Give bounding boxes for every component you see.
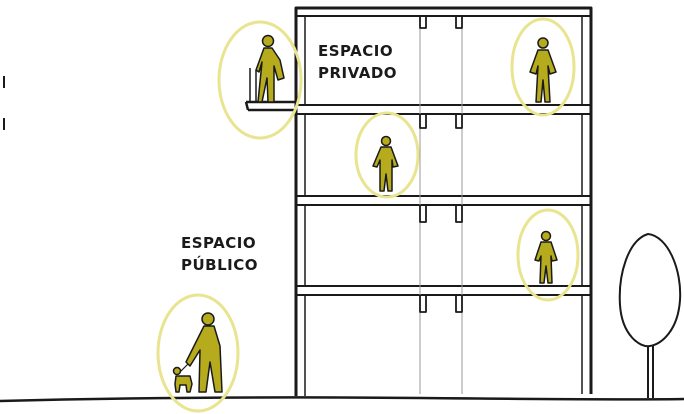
person-figure (255, 34, 285, 103)
highlight-circle (156, 293, 240, 413)
person-figure (534, 230, 558, 284)
highlight-circle (354, 111, 420, 199)
dog-leash (179, 363, 189, 373)
person-figure (529, 37, 557, 103)
people (172, 34, 558, 393)
tree-icon (618, 232, 682, 398)
floor-room-1 (304, 16, 583, 105)
ground-line (0, 396, 684, 403)
floor-room-4 (304, 295, 583, 396)
label-public-line-1: ESPACIO (181, 234, 257, 252)
highlight-circles (156, 17, 580, 413)
floor-room-3 (304, 205, 583, 286)
person-figure (372, 135, 399, 192)
highlight-circle (510, 17, 576, 117)
balcony (244, 100, 296, 112)
highlight-circle (217, 20, 303, 140)
label-public-line-2: PÚBLICO (181, 256, 259, 274)
label-private-line-1: ESPACIO (318, 42, 394, 60)
floor-slab-3 (296, 195, 591, 206)
balcony-railing (249, 68, 257, 102)
label-private-space: ESPACIO PRIVADO (318, 40, 397, 84)
label-private-line-2: PRIVADO (318, 64, 398, 82)
highlight-circle (516, 208, 580, 302)
floor-slab-2 (296, 104, 591, 115)
building (244, 6, 593, 396)
dog-figure (172, 366, 193, 393)
floor-room-2 (304, 114, 583, 196)
label-public-space: ESPACIO PÚBLICO (181, 232, 258, 276)
floor-slab-4 (296, 285, 591, 296)
person-figure (185, 312, 223, 393)
core-markers (419, 16, 463, 313)
building-outline (294, 6, 593, 396)
